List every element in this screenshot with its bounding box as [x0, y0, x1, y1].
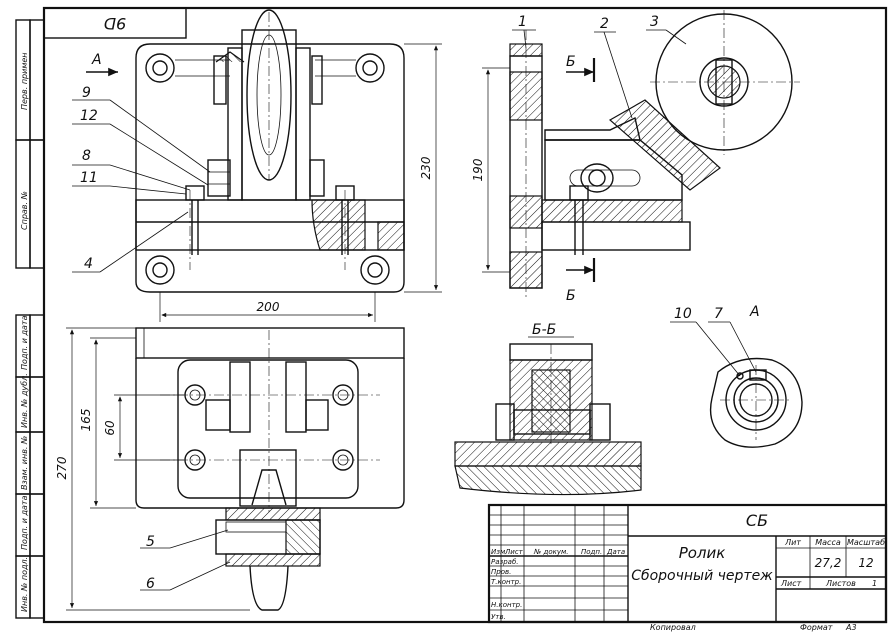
dim-200-text: 200	[257, 300, 280, 314]
role-approved: Утв.	[491, 613, 506, 621]
copied-label: Копировал	[650, 623, 696, 632]
dim-270-text: 270	[55, 456, 69, 479]
dim-60-text: 60	[103, 420, 117, 436]
dimension-165: 165	[79, 337, 136, 509]
title-block: Изм Лист № докум. Подп. Дата Разраб. Про…	[487, 503, 888, 624]
corner-stamp: 9D	[104, 14, 127, 33]
hdr-izm: Изм	[491, 548, 506, 556]
role-tech-control: Т.контр.	[491, 578, 521, 586]
callout-3: 3	[650, 14, 659, 30]
callout-5: 5	[146, 534, 155, 550]
plan-view	[135, 327, 405, 611]
dim-165-text: 165	[79, 409, 93, 432]
callout-6: 6	[146, 576, 155, 592]
hdr-sign: Подп.	[581, 548, 602, 556]
sheets-label: Листов	[825, 579, 856, 588]
section-b-bottom-label: Б	[566, 288, 576, 304]
hdr-list: Лист	[504, 548, 524, 556]
doc-code: СБ	[746, 511, 768, 530]
callouts-front: 9 12 8 11 4	[72, 85, 211, 273]
callout-8: 8	[82, 148, 91, 164]
mass-value: 27,2	[815, 556, 842, 570]
callout-11: 11	[80, 170, 98, 186]
left-margin-strip: Перв. примен Справ. № Подп. и дата Инв. …	[15, 19, 45, 619]
detail-a-label: А	[749, 304, 760, 320]
margin-label-3: Подп. и дата	[20, 315, 29, 370]
callout-1: 1	[518, 14, 527, 30]
margin-label-1: Перв. примен	[20, 52, 29, 110]
product-name: Ролик	[679, 544, 726, 562]
callout-9: 9	[82, 85, 91, 101]
format-label: Формат	[800, 623, 833, 632]
hdr-doc: № докум.	[533, 548, 569, 556]
role-checker: Пров.	[491, 568, 511, 576]
dim-190-text: 190	[471, 158, 485, 181]
callout-4: 4	[84, 256, 93, 272]
section-b-b: Б-Б	[454, 322, 642, 496]
col-mass: Масса	[815, 538, 841, 547]
margin-label-6: Подп. и дата	[20, 495, 29, 550]
col-scale: Масштаб	[847, 538, 885, 547]
dimension-190: 190	[471, 67, 510, 273]
sheet-footer: Копировал Формат А3	[650, 623, 857, 632]
margin-label-2: Справ. №	[20, 191, 29, 230]
sheets-count: 1	[872, 579, 877, 588]
callout-12: 12	[80, 108, 98, 124]
sheet-label: Лист	[780, 579, 802, 588]
dim-230-text: 230	[419, 156, 433, 179]
role-norm-control: Н.контр.	[491, 601, 522, 609]
callout-2: 2	[600, 16, 609, 32]
section-b-b-title: Б-Б	[532, 322, 556, 338]
dimension-230: 230	[404, 43, 442, 293]
scale-value: 12	[858, 556, 873, 570]
side-view	[509, 10, 800, 300]
col-lit: Лит	[784, 538, 801, 547]
margin-label-4: Инв. № дубл.	[20, 373, 29, 428]
front-view	[135, 9, 405, 293]
margin-label-7: Инв. № подл.	[20, 557, 29, 612]
callout-7: 7	[714, 306, 723, 322]
view-a-marker: А	[86, 52, 118, 77]
doc-type: Сборочный чертеж	[631, 568, 773, 584]
section-b-top-label: Б	[566, 54, 576, 70]
role-developer: Разраб.	[491, 558, 519, 566]
format-value: А3	[845, 623, 857, 632]
callouts-plan: 5 6	[140, 529, 231, 592]
dimension-60: 60	[103, 394, 184, 461]
detail-a: 10 7 А	[670, 304, 803, 448]
hdr-date: Дата	[606, 548, 625, 556]
view-a-label: А	[91, 52, 102, 68]
margin-label-5: Взам. инв. №	[20, 436, 29, 490]
dimension-200: 200	[159, 292, 376, 322]
callout-10: 10	[674, 306, 692, 322]
dimension-270: 270	[55, 327, 250, 611]
section-b-markers: Б Б	[566, 54, 596, 304]
callouts-side: 1 2 3	[512, 14, 687, 119]
